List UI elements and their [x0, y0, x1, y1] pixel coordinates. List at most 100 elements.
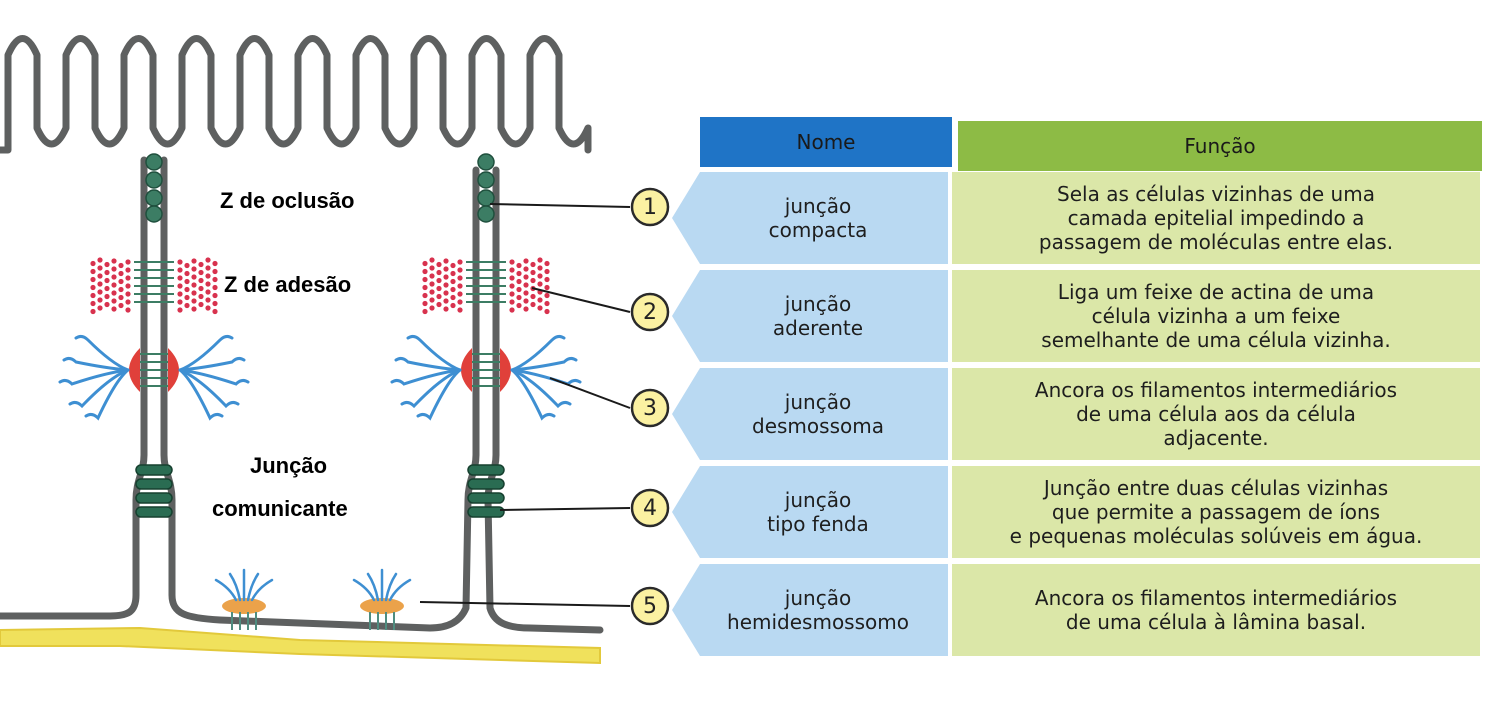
- function-cell-line: Liga um feixe de actina de uma: [1057, 280, 1375, 304]
- name-cell-line: aderente: [772, 316, 864, 340]
- actin-bundle-dot: [118, 294, 124, 301]
- name-cell-line: junção: [784, 194, 852, 218]
- actin-bundle-dot: [125, 291, 131, 297]
- pointer-line-5: [419, 601, 631, 607]
- tight-junction-protein: [145, 171, 163, 189]
- actin-bundle-dot: [97, 305, 103, 311]
- name-cell-bg: [672, 368, 948, 460]
- row-number-circle: [630, 292, 670, 332]
- actin-bundle-dot: [104, 261, 110, 268]
- actin-bundle-dot: [184, 270, 190, 277]
- intermediate-filament: [178, 368, 240, 409]
- actin-bundle-dot: [422, 292, 428, 299]
- actin-bundle-dot: [97, 265, 103, 271]
- tight-junction-protein: [145, 189, 163, 207]
- name-cell-bg: [672, 172, 948, 264]
- actin-bundle-dot: [191, 298, 197, 304]
- actin-bundle-dot: [191, 282, 197, 288]
- cell-3-left-membrane: [484, 166, 604, 634]
- actin-bundle-dot: [450, 262, 456, 269]
- actin-bundle-dot: [177, 275, 183, 281]
- intermediate-filament: [352, 578, 376, 602]
- actin-bundle-dot: [422, 268, 428, 275]
- function-cell-line: passagem de moléculas entre elas.: [1038, 230, 1394, 254]
- actin-bundle-dot: [198, 293, 204, 300]
- actin-bundle-dot: [450, 270, 456, 277]
- label-gap-junction-line2: comunicante: [212, 496, 348, 521]
- actin-bundle-dot: [450, 294, 456, 301]
- row-number: 3: [643, 395, 657, 421]
- actin-bundle-dot: [443, 266, 449, 272]
- actin-bundle-dot: [125, 299, 131, 305]
- actin-bundle-dot: [111, 266, 117, 272]
- function-cell-line: Sela as células vizinhas de uma: [1057, 182, 1375, 206]
- actin-bundle-dot: [443, 306, 449, 312]
- intermediate-filament: [58, 368, 130, 386]
- intermediate-filament: [510, 334, 566, 372]
- function-cell-line: Ancora os filamentos intermediários: [1034, 378, 1398, 402]
- header-function: Função: [1184, 134, 1256, 158]
- gap-junction-channel: [467, 506, 505, 518]
- actin-bundle-dot: [212, 260, 218, 267]
- function-cell-line: que permite a passagem de íons: [1051, 500, 1381, 524]
- actin-bundle-dot: [90, 284, 96, 291]
- actin-bundle-dot: [191, 258, 197, 264]
- actin-bundle-dot: [443, 258, 449, 264]
- cell-2-left-membrane: [160, 156, 480, 632]
- row-number-circle: [630, 586, 670, 626]
- basal-lamina: [0, 626, 601, 665]
- tight-junction-protein: [477, 205, 495, 223]
- actin-bundle-dot: [523, 274, 529, 280]
- function-cell-line: e pequenas moléculas solúveis em água.: [1009, 524, 1423, 548]
- actin-bundle-dot: [198, 269, 204, 276]
- actin-bundle-dot: [422, 300, 428, 307]
- actin-bundle-dot: [523, 282, 529, 288]
- actin-bundle-dot: [90, 308, 96, 315]
- actin-bundle-dot: [184, 278, 190, 285]
- intermediate-filament: [250, 578, 274, 602]
- actin-bundle-dot: [429, 289, 435, 295]
- function-cell-line: de uma célula aos da célula: [1076, 402, 1356, 426]
- function-cell-line: de uma célula à lâmina basal.: [1065, 610, 1367, 634]
- header-function-bg: [958, 121, 1482, 171]
- actin-bundle-dot: [450, 302, 456, 309]
- actin-bundle-dot: [544, 308, 550, 315]
- actin-bundle-dot: [509, 275, 515, 281]
- name-cell-line: tipo fenda: [767, 512, 869, 536]
- actin-bundle-dot: [429, 297, 435, 303]
- actin-bundle-dot: [537, 297, 543, 303]
- pointer-line-1: [489, 203, 631, 208]
- actin-bundle-dot: [457, 275, 463, 281]
- actin-bundle-dot: [111, 298, 117, 304]
- gap-junction-channel: [135, 492, 173, 504]
- actin-bundle-dot: [205, 257, 211, 263]
- actin-bundle-dot: [90, 300, 96, 307]
- actin-bundle-dot: [523, 306, 529, 312]
- actin-bundle-dot: [544, 276, 550, 283]
- intermediate-filament: [510, 368, 572, 409]
- actin-bundle-dot: [90, 276, 96, 283]
- actin-bundle-dot: [457, 299, 463, 305]
- actin-bundle-dot: [205, 265, 211, 271]
- actin-bundle-dot: [177, 299, 183, 305]
- actin-bundle-dot: [125, 283, 131, 289]
- intermediate-filament: [416, 368, 462, 421]
- actin-bundle-dot: [537, 257, 543, 263]
- actin-bundle-dot: [544, 300, 550, 307]
- intermediate-filament: [178, 368, 224, 421]
- hemidesmosome-plaque: [222, 598, 266, 614]
- row-number-circle: [630, 388, 670, 428]
- actin-bundle-dot: [457, 267, 463, 273]
- actin-bundle-dot: [436, 301, 442, 308]
- actin-bundle-dot: [443, 282, 449, 288]
- row-number: 4: [643, 495, 657, 521]
- actin-bundle-dot: [118, 262, 124, 269]
- junction-structures: [58, 153, 582, 630]
